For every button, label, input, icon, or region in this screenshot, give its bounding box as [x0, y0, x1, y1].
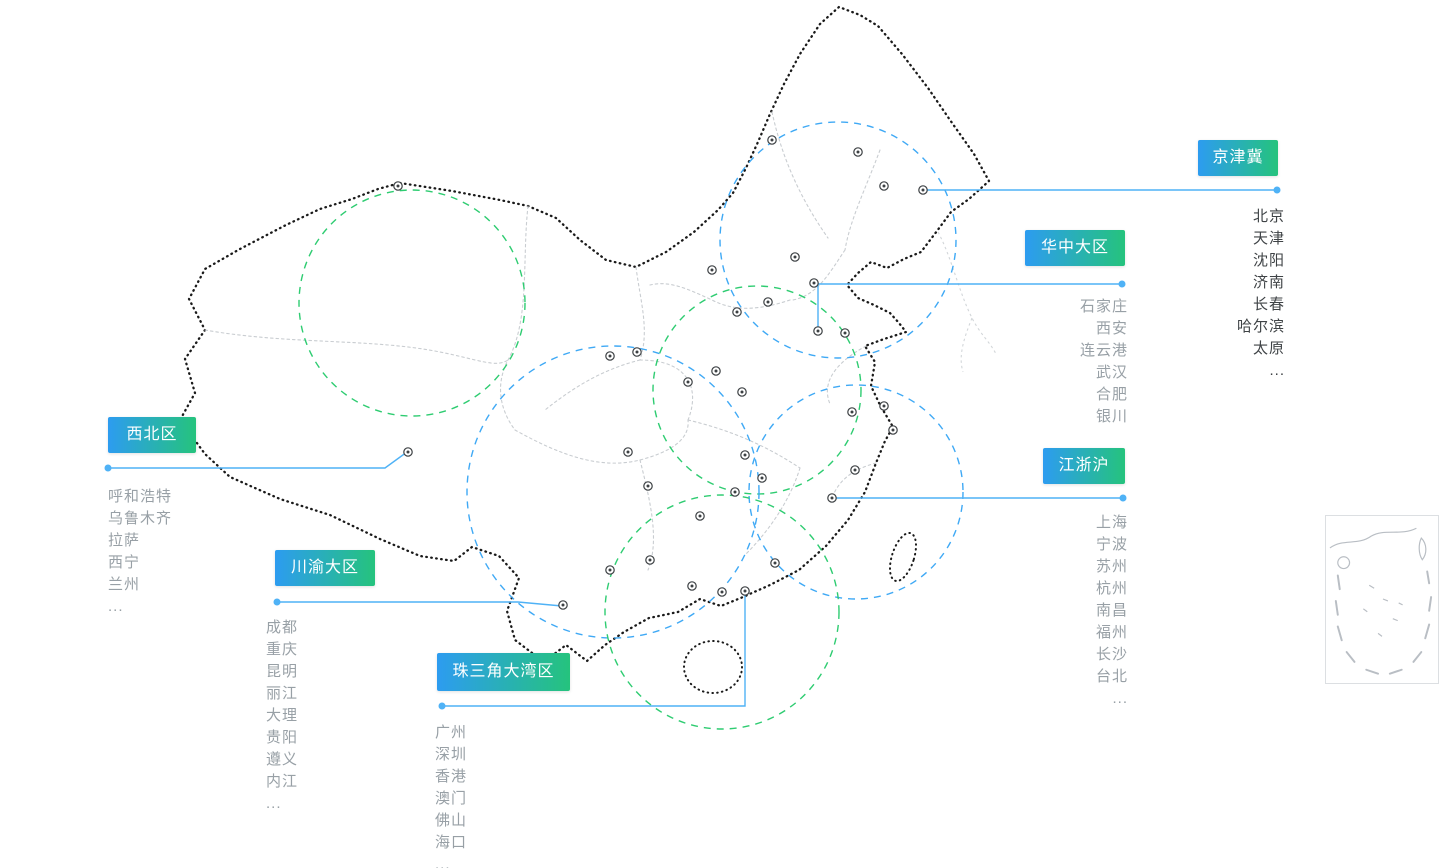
- connector-dot-jingjinji: [1273, 186, 1281, 194]
- city-list-zhusanjiao: 广州深圳香港澳门佛山海口...: [435, 722, 467, 868]
- connector-dot-jiangzhehu: [1119, 494, 1127, 502]
- city-item: 香港: [435, 768, 468, 785]
- city-item: 南昌: [1095, 602, 1128, 619]
- connector-chuanyu: [277, 601, 563, 607]
- city-item: 石家庄: [1079, 298, 1128, 315]
- city-item: 呼和浩特: [108, 488, 173, 505]
- city-item: 重庆: [266, 641, 299, 658]
- city-item: 乌鲁木齐: [108, 510, 173, 527]
- city-item: 上海: [1095, 514, 1128, 531]
- city-item: ...: [435, 856, 451, 868]
- region-tag-zhusanjiao[interactable]: 珠三角大湾区: [437, 653, 570, 691]
- city-item: 深圳: [435, 746, 468, 763]
- city-item: 澳门: [435, 790, 468, 807]
- region-tag-chuanyu[interactable]: 川渝大区: [275, 550, 375, 586]
- region-tag-xibei[interactable]: 西北区: [108, 417, 196, 453]
- city-list-jiangzhehu: 上海宁波苏州杭州南昌福州长沙台北...: [1096, 512, 1128, 710]
- city-item: 西安: [1095, 320, 1128, 337]
- city-item: ...: [1269, 362, 1285, 379]
- city-item: 沈阳: [1252, 252, 1285, 269]
- city-markers: [393, 135, 928, 610]
- connector-dot-huazhong: [1118, 280, 1126, 288]
- city-item: 福州: [1095, 624, 1128, 641]
- region-tag-jingjinji[interactable]: 京津冀: [1198, 140, 1278, 176]
- city-item: 太原: [1252, 340, 1285, 357]
- city-item: ...: [1112, 690, 1128, 707]
- hainan-island: [683, 640, 743, 694]
- taiwan-island: [888, 531, 918, 583]
- coverage-circle-chuanyu: [466, 345, 760, 639]
- city-item: 长沙: [1095, 646, 1128, 663]
- coverage-circle-jingjinji: [719, 121, 957, 359]
- city-item: 遵义: [266, 751, 299, 768]
- city-list-chuanyu: 成都重庆昆明丽江大理贵阳遵义内江...: [266, 617, 298, 815]
- city-item: 台北: [1095, 668, 1128, 685]
- city-item: 贵阳: [266, 729, 299, 746]
- connector-dot-zhusanjiao: [438, 702, 446, 710]
- connector-huazhong: [817, 283, 1122, 330]
- city-item: 济南: [1252, 274, 1285, 291]
- city-item: 拉萨: [108, 532, 141, 549]
- city-item: 杭州: [1095, 580, 1128, 597]
- city-item: 银川: [1095, 408, 1128, 425]
- south-china-sea-inset: [1325, 515, 1439, 684]
- city-item: 武汉: [1095, 364, 1128, 381]
- city-list-jingjinji: 北京天津沈阳济南长春哈尔滨太原...: [1237, 206, 1285, 382]
- city-item: 大理: [266, 707, 299, 724]
- city-list-huazhong: 石家庄西安连云港武汉合肥银川: [1080, 296, 1128, 428]
- connector-dot-xibei: [104, 464, 112, 472]
- city-item: 内江: [266, 773, 299, 790]
- city-item: 合肥: [1095, 386, 1128, 403]
- city-list-xibei: 呼和浩特乌鲁木齐拉萨西宁兰州...: [108, 486, 172, 618]
- coverage-circles: [298, 121, 964, 730]
- city-item: 北京: [1252, 208, 1285, 225]
- city-item: ...: [266, 795, 282, 812]
- coverage-circle-zhusanjiao: [604, 494, 840, 730]
- city-item: ...: [108, 598, 124, 615]
- coverage-circle-xibei: [298, 189, 526, 417]
- connector-xibei: [108, 451, 408, 469]
- city-item: 天津: [1252, 230, 1285, 247]
- city-item: 苏州: [1095, 558, 1128, 575]
- city-item: 长春: [1252, 296, 1285, 313]
- city-item: 海口: [435, 834, 468, 851]
- city-item: 西宁: [108, 554, 141, 571]
- korea-coastline: [937, 231, 997, 373]
- coverage-circle-jiangzhehu: [748, 384, 964, 600]
- city-item: 昆明: [266, 663, 299, 680]
- china-border-outline: [178, 5, 991, 664]
- south-china-sea-inset-map: [1329, 527, 1433, 675]
- connector-zhusanjiao: [442, 594, 746, 707]
- city-item: 连云港: [1079, 342, 1128, 359]
- city-item: 兰州: [108, 576, 141, 593]
- city-item: 成都: [266, 619, 299, 636]
- connector-dot-chuanyu: [273, 598, 281, 606]
- region-tag-huazhong[interactable]: 华中大区: [1025, 230, 1125, 266]
- city-item: 哈尔滨: [1236, 318, 1285, 335]
- region-tag-jiangzhehu[interactable]: 江浙沪: [1043, 448, 1125, 484]
- coverage-circle-huazhong: [652, 285, 862, 495]
- province-borders: [204, 111, 881, 571]
- city-item: 广州: [435, 724, 468, 741]
- city-item: 佛山: [435, 812, 468, 829]
- city-item: 丽江: [266, 685, 299, 702]
- city-item: 宁波: [1095, 536, 1128, 553]
